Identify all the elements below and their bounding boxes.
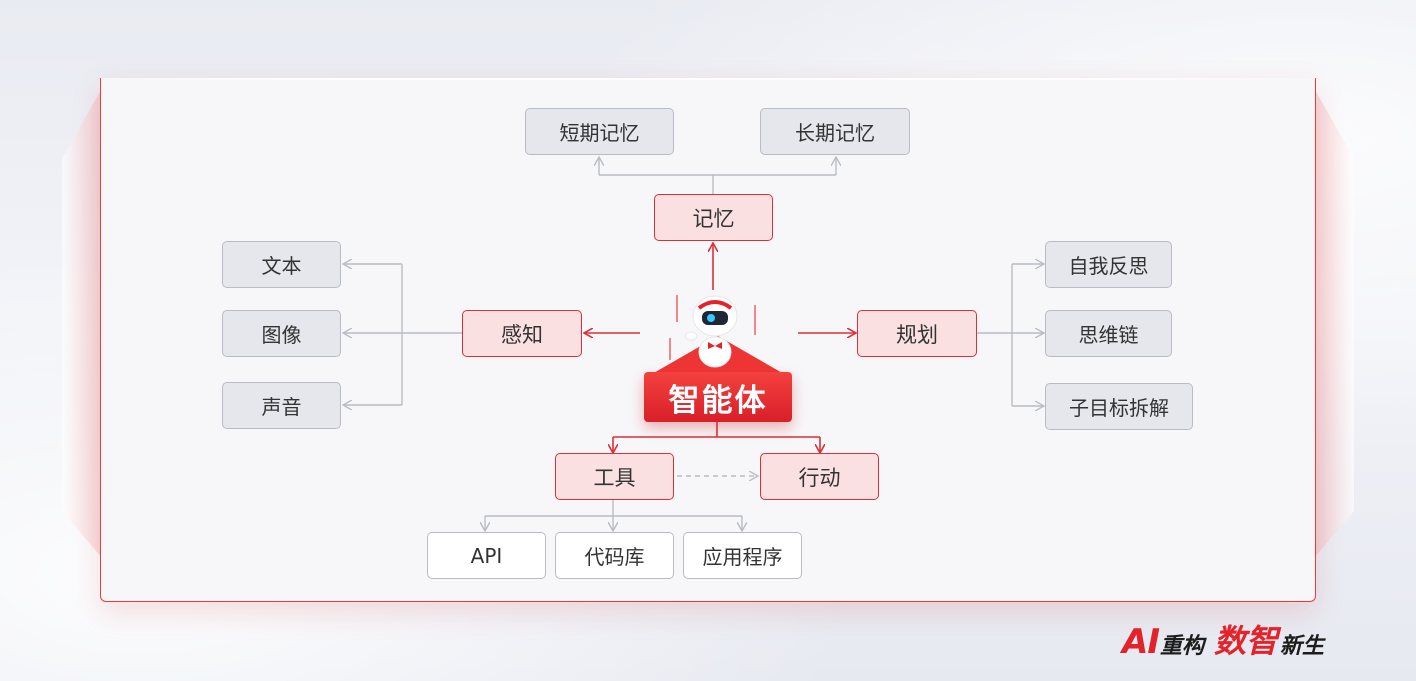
memory-branch [599,174,836,194]
tools-branch [485,500,742,517]
perception-branch [401,264,462,405]
core-down-branch [613,422,820,438]
panel-wing-right [1314,88,1354,558]
text-node: 文本 [222,241,341,288]
panel-wing-left [62,88,102,558]
long-term-memory-node: 长期记忆 [760,108,910,155]
brand-logo: AI 重构 数智 新生 [1122,622,1324,662]
brand-ai: AI [1122,622,1160,662]
brand-text-2: 数智 [1213,622,1278,660]
sound-node: 声音 [222,382,341,429]
panel-top-edge [100,78,1314,80]
subgoal-decomposition-node: 子目标拆解 [1045,383,1193,430]
action-node: 行动 [760,453,879,500]
planning-branch [977,264,1013,406]
codebase-node: 代码库 [555,532,674,579]
tools-node: 工具 [555,453,674,500]
image-node: 图像 [222,310,341,357]
brand-text-1: 重构 [1159,634,1204,659]
planning-node: 规划 [857,310,977,357]
agent-core-node: 智能体 [644,372,792,422]
short-term-memory-node: 短期记忆 [525,108,674,155]
brand-text-3: 新生 [1280,634,1325,659]
chain-of-thought-node: 思维链 [1045,310,1172,357]
self-reflection-node: 自我反思 [1045,241,1172,288]
api-node: API [427,532,546,579]
perception-node: 感知 [462,310,582,357]
memory-node: 记忆 [654,194,773,241]
robot-icon [669,295,756,368]
application-node: 应用程序 [683,532,802,579]
